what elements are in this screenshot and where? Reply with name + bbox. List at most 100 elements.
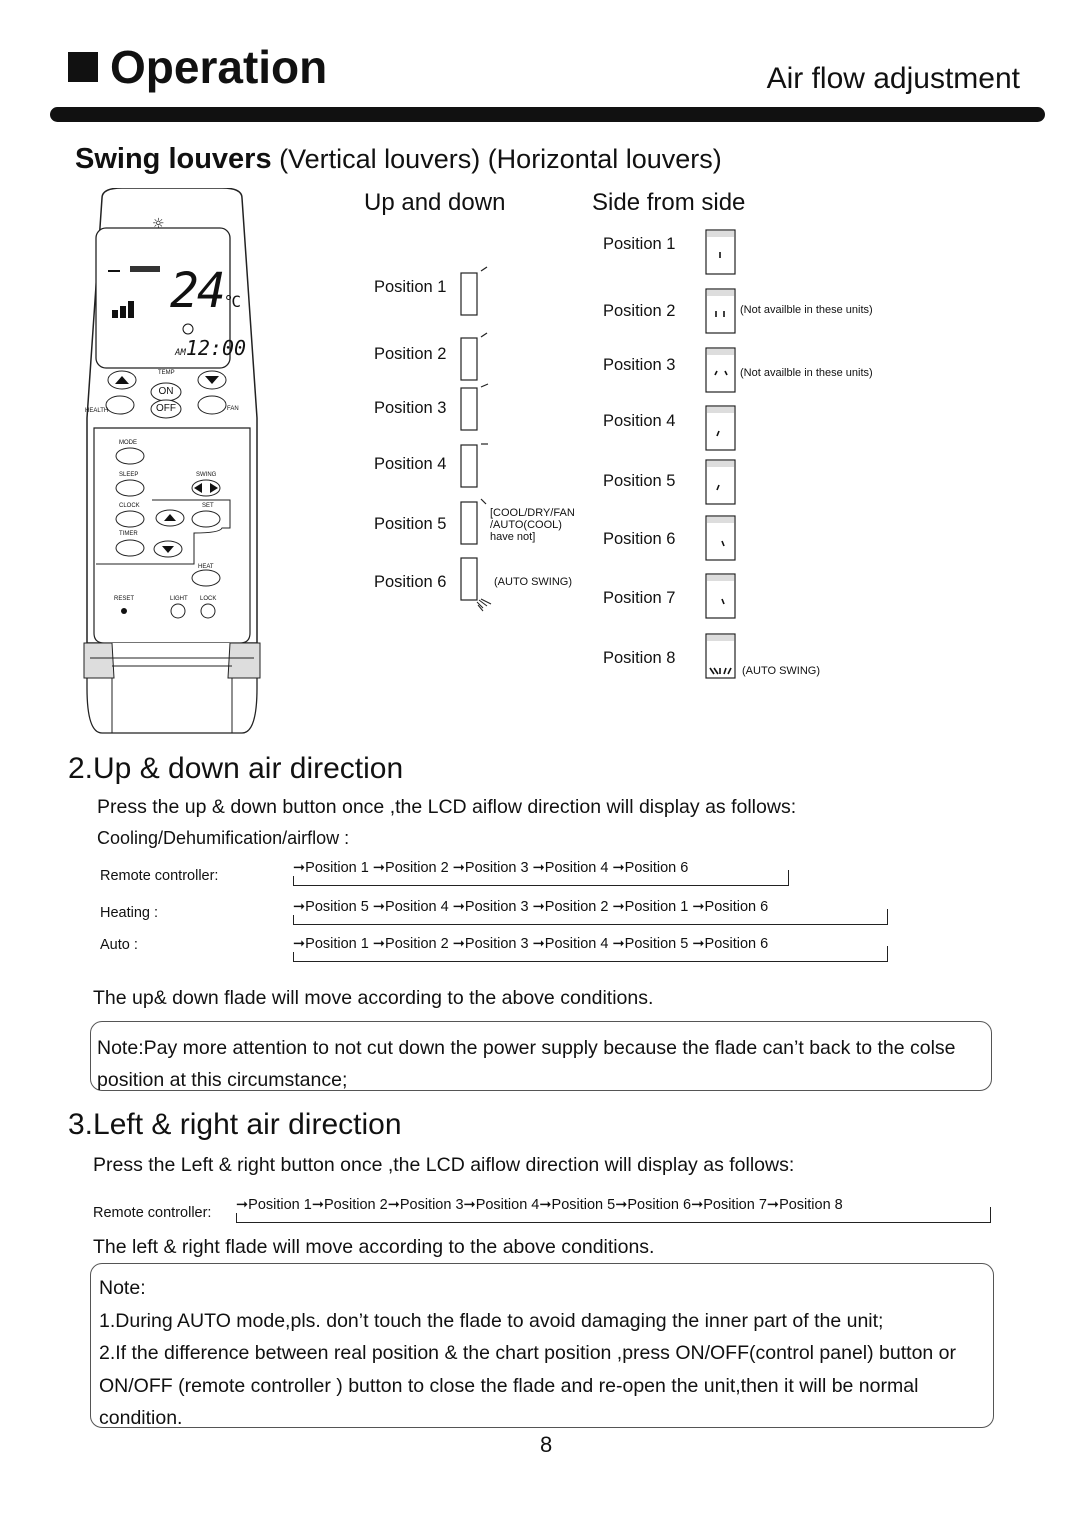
remote-set-button[interactable]: SET bbox=[202, 503, 214, 509]
header: Operation bbox=[68, 40, 327, 94]
swing-heading: Swing louvers (Vertical louvers) (Horizo… bbox=[75, 143, 722, 176]
arrow-icon: ➞ bbox=[311, 1197, 324, 1213]
updown-note-line-2: /AUTO(COOL) bbox=[490, 519, 562, 531]
sequence-steps: ➞Position 5 ➞Position 4 ➞Position 3 ➞Pos… bbox=[293, 899, 771, 915]
remote-temp-display: 24°C bbox=[170, 263, 241, 319]
remote-clock-button[interactable]: CLOCK bbox=[119, 503, 140, 509]
arrow-icon: ➞ bbox=[532, 860, 545, 876]
side-louver-icons bbox=[705, 229, 736, 679]
section3-note-2: 2.If the difference between real positio… bbox=[99, 1342, 957, 1429]
arrow-icon: ➞ bbox=[236, 1197, 249, 1213]
arrow-icon: ➞ bbox=[766, 1197, 780, 1213]
section3-note-box: Note: 1.During AUTO mode,pls. don’t touc… bbox=[90, 1263, 994, 1429]
arrow-icon: ➞ bbox=[463, 1197, 476, 1213]
sequence-step: Position 1 bbox=[305, 936, 369, 952]
section3-title: 3.Left & right air direction bbox=[68, 1108, 402, 1141]
updown-note-line-3: have not] bbox=[490, 531, 536, 543]
arrow-icon: ➞ bbox=[293, 936, 306, 952]
swing-heading-rest: (Vertical louvers) (Horizontal louvers) bbox=[279, 144, 722, 174]
remote-sleep-button[interactable]: SLEEP bbox=[119, 472, 139, 478]
section3-after-text: The left & right flade will move accordi… bbox=[93, 1236, 655, 1258]
section2-row-2-sequence: ➞Position 5 ➞Position 4 ➞Position 3 ➞Pos… bbox=[293, 897, 889, 925]
side-position-2-label: Position 2 bbox=[603, 302, 676, 320]
section3-note-title: Note: bbox=[99, 1277, 146, 1299]
updown-column-heading: Up and down bbox=[364, 189, 506, 216]
sequence-step: Position 8 bbox=[779, 1197, 843, 1213]
sequence-step: Position 5 bbox=[305, 899, 369, 915]
section3-note-content: Note: 1.During AUTO mode,pls. don’t touc… bbox=[99, 1272, 985, 1435]
remote-swing-button[interactable]: SWING bbox=[196, 472, 217, 478]
side-position-2-note: (Not availble in these units) bbox=[740, 304, 873, 316]
side-position-8-note: (AUTO SWING) bbox=[742, 665, 821, 677]
sequence-step: Position 3 bbox=[464, 936, 529, 952]
remote-timer-button[interactable]: TIMER bbox=[119, 531, 138, 537]
section3-note-1: 1.During AUTO mode,pls. don’t touch the … bbox=[99, 1309, 884, 1332]
arrow-icon: ➞ bbox=[691, 1197, 704, 1213]
remote-lock-button[interactable]: LOCK bbox=[200, 596, 217, 602]
remote-time-display: AM12:00 bbox=[175, 336, 246, 360]
sequence-step: Position 1 bbox=[624, 899, 689, 915]
arrow-icon: ➞ bbox=[452, 860, 465, 876]
sequence-step: Position 6 bbox=[704, 936, 769, 952]
sequence-step: Position 4 bbox=[544, 936, 609, 952]
arrow-icon: ➞ bbox=[293, 899, 306, 915]
sequence-bracket bbox=[293, 870, 789, 886]
sequence-step: Position 3 bbox=[399, 1197, 464, 1213]
section2-note-box: Note:Pay more attention to not cut down … bbox=[90, 1021, 992, 1091]
side-position-7-label: Position 7 bbox=[603, 589, 676, 607]
remote-on-button[interactable]: ON bbox=[158, 386, 174, 397]
arrow-icon: ➞ bbox=[372, 899, 386, 915]
arrow-icon: ➞ bbox=[387, 1197, 400, 1213]
arrow-icon: ➞ bbox=[615, 1197, 628, 1213]
remote-off-button[interactable]: OFF bbox=[156, 403, 176, 414]
arrow-icon: ➞ bbox=[532, 899, 545, 915]
page-number: 8 bbox=[540, 1432, 553, 1457]
remote-outline-icon: ☼ bbox=[83, 187, 261, 734]
sequence-bracket bbox=[236, 1207, 991, 1223]
arrow-icon: ➞ bbox=[539, 1197, 552, 1213]
sequence-step: Position 3 bbox=[464, 899, 529, 915]
sequence-step: Position 2 bbox=[385, 936, 449, 952]
section3-intro: Press the Left & right button once ,the … bbox=[93, 1154, 795, 1176]
sequence-step: Position 6 bbox=[627, 1197, 692, 1213]
sequence-step: Position 1 bbox=[248, 1197, 312, 1213]
section2-row-2-label: Heating : bbox=[100, 905, 159, 921]
remote-time-value: 12:00 bbox=[185, 336, 247, 360]
remote-health-button[interactable]: HEALTH bbox=[85, 408, 109, 414]
arrow-icon: ➞ bbox=[612, 860, 625, 876]
updown-position-5-label: Position 5 bbox=[374, 515, 447, 533]
sequence-step: Position 6 bbox=[704, 899, 769, 915]
side-position-3-note: (Not availble in these units) bbox=[740, 367, 873, 379]
side-position-4-label: Position 4 bbox=[603, 412, 676, 430]
sequence-step: Position 7 bbox=[703, 1197, 767, 1213]
section2-intro: Press the up & down button once ,the LCD… bbox=[97, 796, 797, 818]
remote-temp-unit: °C bbox=[223, 292, 241, 311]
section3-sequence: ➞Position 1➞Position 2➞Position 3➞Positi… bbox=[236, 1195, 992, 1225]
sequence-steps: ➞Position 1 ➞Position 2 ➞Position 3 ➞Pos… bbox=[293, 936, 771, 952]
updown-position-5-note: [COOL/DRY/FAN /AUTO(COOL) have not] bbox=[490, 507, 575, 543]
remote-fan-button[interactable]: FAN bbox=[227, 406, 239, 412]
remote-heat-button[interactable]: HEAT bbox=[198, 564, 214, 570]
sequence-bracket bbox=[293, 909, 888, 925]
remote-reset-button[interactable]: RESET bbox=[114, 596, 135, 602]
remote-mode-button[interactable]: MODE bbox=[119, 440, 137, 446]
header-divider bbox=[50, 107, 1045, 122]
sequence-step: Position 5 bbox=[551, 1197, 616, 1213]
arrow-icon: ➞ bbox=[692, 936, 705, 952]
section2-title: 2.Up & down air direction bbox=[68, 752, 404, 785]
sequence-step: Position 4 bbox=[475, 1197, 540, 1213]
remote-light-button[interactable]: LIGHT bbox=[170, 596, 188, 602]
side-position-6-label: Position 6 bbox=[603, 530, 676, 548]
updown-position-6-note: (AUTO SWING) bbox=[494, 576, 573, 588]
sequence-step: Position 3 bbox=[464, 860, 529, 876]
sequence-step: Position 6 bbox=[624, 860, 689, 876]
remote-controller: ☼ 24°C AM12:00 TEMP ON OFF HEALTH FAN MO… bbox=[82, 187, 262, 736]
side-position-5-label: Position 5 bbox=[603, 472, 676, 490]
arrow-icon: ➞ bbox=[372, 936, 386, 952]
section2-row-1-label: Remote controller: bbox=[100, 868, 219, 884]
updown-position-3-label: Position 3 bbox=[374, 399, 447, 417]
updown-position-1-label: Position 1 bbox=[374, 278, 447, 296]
section2-row-1-sequence: ➞Position 1 ➞Position 2 ➞Position 3 ➞Pos… bbox=[293, 858, 790, 886]
svg-text:☼: ☼ bbox=[152, 216, 165, 232]
sequence-step: Position 4 bbox=[544, 860, 609, 876]
